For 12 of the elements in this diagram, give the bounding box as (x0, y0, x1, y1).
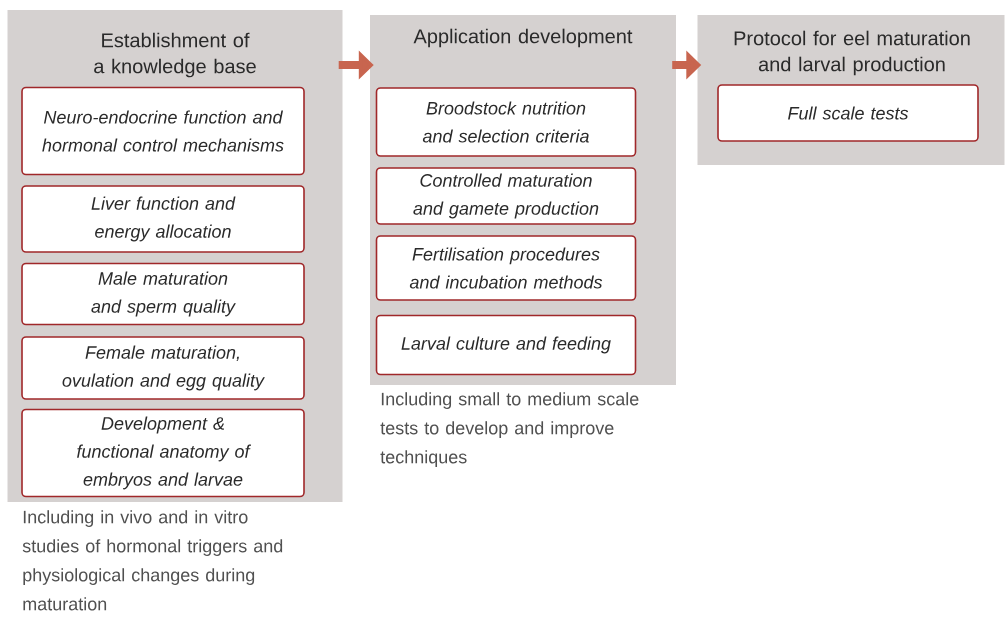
topic-box: Controlled maturation and gamete production (375, 167, 637, 225)
topic-box: Development & functional anatomy of embryos and larvae (21, 408, 305, 498)
topic-box: Larval culture and feeding (375, 314, 637, 376)
topic-box: Female maturation, ovulation and egg quality (21, 336, 305, 400)
topic-box: Liver function and energy allocation (21, 185, 305, 253)
topic-box: Neuro-endocrine function and hormonal control mechanisms (21, 86, 305, 176)
node-label: Including small to medium scale tests to develop and improve techniques (380, 392, 639, 467)
topic-box: Broodstock nutrition and selection criteria (375, 87, 637, 157)
node-label: Including in vivo and in vitro studies of hormonal triggers and physiological changes during maturation (22, 510, 283, 611)
topic-box: Full scale tests (717, 84, 979, 142)
topic-box: Fertilisation procedures and incubation methods (375, 235, 637, 301)
topic-box: Male maturation and sperm quality (21, 262, 305, 326)
